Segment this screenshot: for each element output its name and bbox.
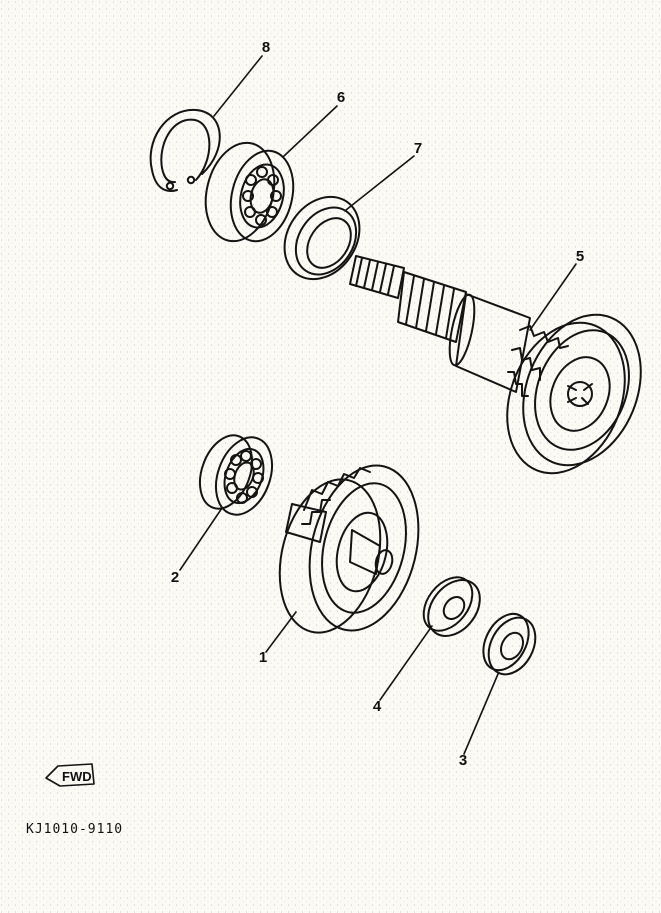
fwd-mark: FWD	[62, 769, 92, 784]
part-label-7: 7	[414, 140, 422, 157]
bearing-part-2	[198, 434, 274, 516]
washer-part-3	[482, 612, 537, 676]
part-label-3: 3	[459, 752, 467, 769]
part-label-4: 4	[373, 698, 382, 715]
part-label-1: 1	[259, 649, 267, 666]
part-label-5: 5	[576, 248, 584, 265]
part-label-8: 8	[262, 39, 270, 56]
washer-part-4	[422, 576, 481, 637]
bearing-part-6	[204, 141, 295, 243]
seal-part-7	[283, 195, 361, 281]
circlip-part-8	[149, 108, 221, 192]
part-label-2: 2	[171, 569, 179, 586]
catalog-code: KJ1010-9110	[26, 822, 124, 837]
leader-lines	[179, 55, 577, 755]
part-label-6: 6	[337, 89, 345, 106]
fwd-arrow-icon	[45, 763, 95, 787]
gear-part-1	[278, 464, 420, 634]
